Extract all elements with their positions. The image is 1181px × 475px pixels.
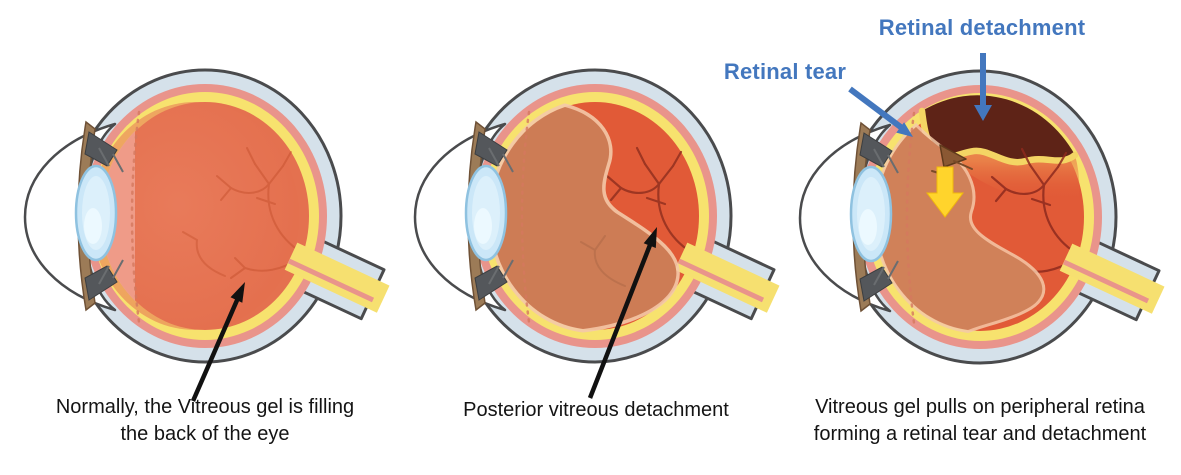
label-retinal-tear: Retinal tear [723, 59, 847, 84]
caption-line: Normally, the Vitreous gel is filling [55, 396, 355, 418]
caption-line: Vitreous gel pulls on peripheral retina [815, 396, 1145, 418]
black-pointer-arrow [587, 227, 657, 399]
black-pointer-arrow [190, 282, 245, 402]
detached-vitreous-gel [873, 122, 1046, 334]
pvd-eye-illustration [413, 68, 780, 399]
caption-line: Posterior vitreous detachment [463, 399, 729, 421]
caption-pvd-eye: Posterior vitreous detachment [401, 397, 791, 424]
detached-eye-illustration [798, 53, 1165, 365]
normal-eye-illustration [23, 68, 390, 402]
caption-line: the back of the eye [120, 423, 290, 445]
label-retinal-detachment: Retinal detachment [878, 15, 1086, 40]
blue-annotation-arrow-detachment [974, 53, 992, 121]
blue-annotation-arrow-tear [848, 86, 913, 137]
caption-normal-eye: Normally, the Vitreous gel is filling th… [10, 394, 400, 448]
subretinal-space-dark [922, 95, 1075, 163]
caption-detached-eye: Vitreous gel pulls on peripheral retina … [785, 394, 1175, 448]
yellow-traction-arrow [926, 166, 964, 218]
caption-line: forming a retinal tear and detachment [813, 423, 1147, 445]
